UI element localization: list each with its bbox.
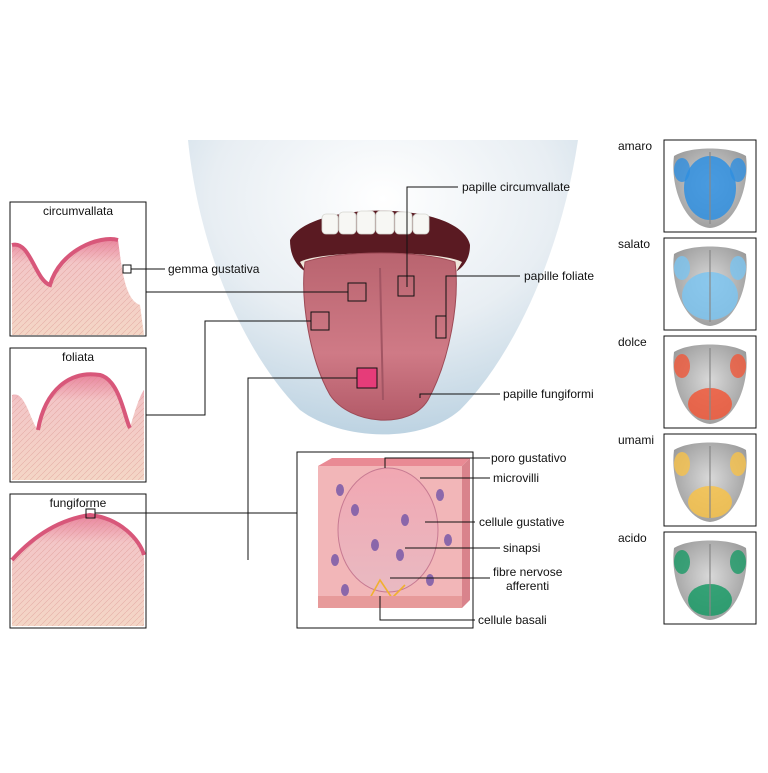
taste-zone-side-salato (730, 256, 746, 280)
taste-bud-detail (296, 451, 474, 629)
taste-map-column (663, 139, 757, 625)
callout-box-fungiform (356, 367, 378, 389)
taste-zone-side-amaro (730, 158, 746, 182)
taste-label-dolce: dolce (618, 335, 647, 349)
taste-label-amaro: amaro (618, 139, 653, 153)
panel-title-foliata: foliata (61, 350, 95, 364)
leader-lines (95, 186, 520, 621)
label-fibre-nervose: fibre nervose (493, 565, 563, 579)
taste-zone-side-acido (730, 550, 746, 574)
taste-zone-side-umami (730, 452, 746, 476)
panel-title-circumvallata: circumvallata (42, 204, 114, 218)
taste-zone-side-dolce (730, 354, 746, 378)
label-gemma-gustativa: gemma gustativa (168, 262, 260, 276)
panel-fungiforme (9, 493, 147, 629)
panel-foliata (9, 347, 147, 483)
label-papille-circumvallate: papille circumvallate (462, 180, 571, 194)
taste-label-umami: umami (618, 433, 655, 447)
panel-circumvallata (9, 201, 147, 337)
taste-label-salato: salato (618, 237, 651, 251)
label-microvilli: microvilli (493, 471, 539, 485)
label-papille-fungiformi: papille fungiformi (503, 387, 594, 401)
label-poro-gustativo: poro gustativo (491, 451, 567, 465)
label-cellule-gustative: cellule gustative (479, 515, 565, 529)
face-illustration (188, 140, 578, 435)
taste-zone-side-salato (674, 256, 690, 280)
label-sinapsi: sinapsi (503, 541, 541, 555)
taste-zone-side-acido (674, 550, 690, 574)
taste-label-acido: acido (618, 531, 647, 545)
label-cellule-basali: cellule basali (478, 613, 547, 627)
taste-zone-side-amaro (674, 158, 690, 182)
label-afferenti: afferenti (506, 579, 550, 593)
taste-zone-side-umami (674, 452, 690, 476)
label-papille-foliate: papille foliate (524, 269, 595, 283)
taste-zone-side-dolce (674, 354, 690, 378)
panel-title-fungiforme: fungiforme (49, 496, 107, 510)
